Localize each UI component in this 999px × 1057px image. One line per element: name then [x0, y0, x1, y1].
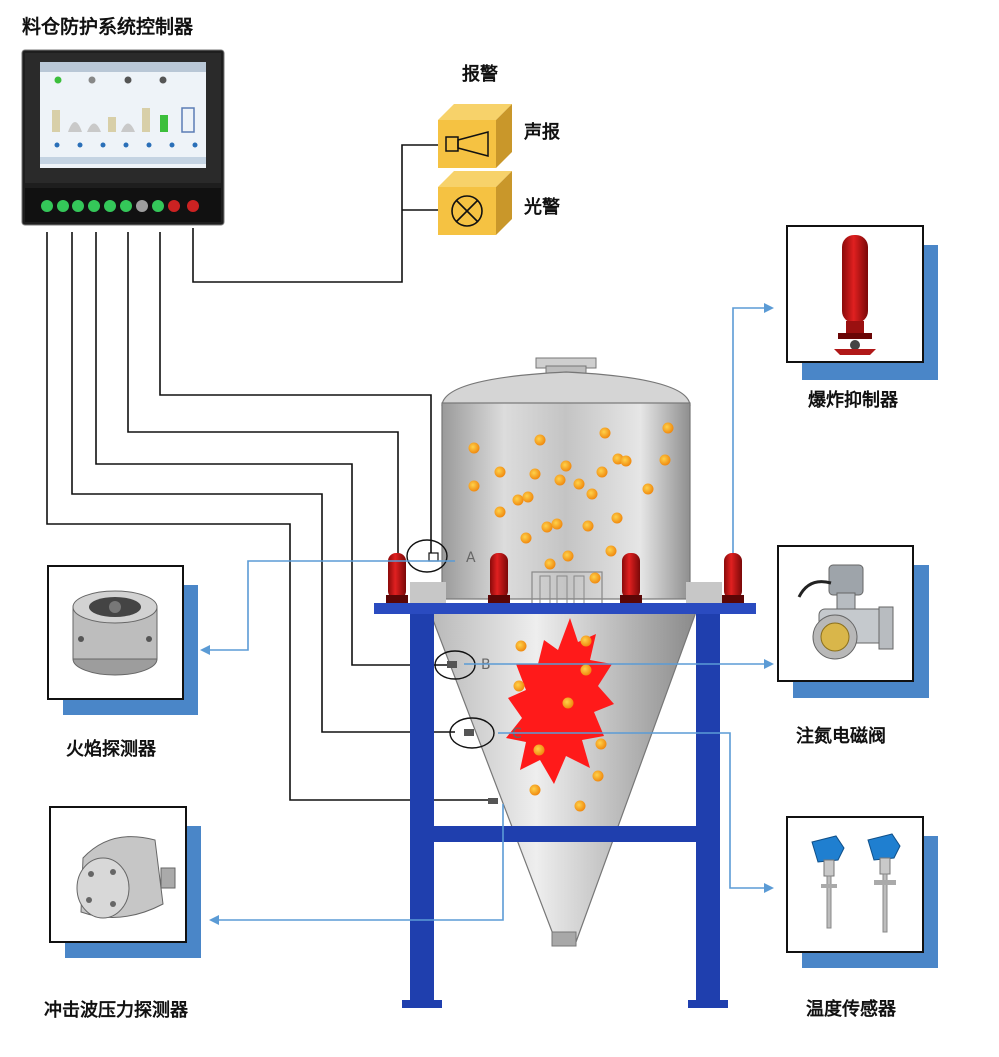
controller-wires: [46, 144, 490, 801]
suppressor-card: [786, 225, 938, 380]
temperature-sensor-image: [811, 833, 901, 933]
pressure-detector-label: 冲击波压力探测器: [44, 1000, 188, 1021]
flame-detector-card: [47, 565, 198, 715]
pressure-sensor-point: [488, 798, 498, 804]
pressure-detector-card: [49, 806, 201, 958]
fire-burst: [506, 618, 614, 784]
valve-image: [797, 564, 894, 660]
flame-detector-label: 火焰探测器: [66, 739, 156, 760]
signal-arrows: [200, 303, 774, 925]
support-frame: [374, 603, 756, 1008]
suppressor-image: [834, 235, 876, 355]
controller-buttons: [41, 200, 199, 212]
valve-card: [777, 545, 929, 698]
point-label-c: C: [512, 726, 522, 742]
sensor-point-b: B: [434, 650, 491, 680]
sensor-point-c: C: [449, 717, 522, 749]
light-alarm-label: 光警: [524, 197, 560, 218]
sound-alarm-box: [438, 104, 512, 168]
pressure-detector-image: [76, 836, 176, 919]
controller-title: 料仓防护系统控制器: [22, 16, 194, 38]
flame-detector-image: [72, 590, 158, 676]
point-label-b: B: [481, 657, 491, 673]
controller-panel: [21, 49, 225, 226]
valve-label: 注氮电磁阀: [796, 726, 886, 747]
temperature-label: 温度传感器: [806, 999, 896, 1020]
controller-screen: [40, 62, 206, 168]
temperature-card: [786, 816, 938, 968]
point-label-a: A: [466, 550, 476, 566]
alarm-heading: 报警: [462, 64, 498, 85]
embers: [468, 422, 674, 812]
light-alarm-box: [438, 171, 512, 235]
suppressor-label: 爆炸抑制器: [808, 390, 898, 411]
suppressors-on-silo: [386, 553, 744, 603]
sound-alarm-label: 声报: [524, 122, 560, 143]
silo: [410, 357, 722, 947]
